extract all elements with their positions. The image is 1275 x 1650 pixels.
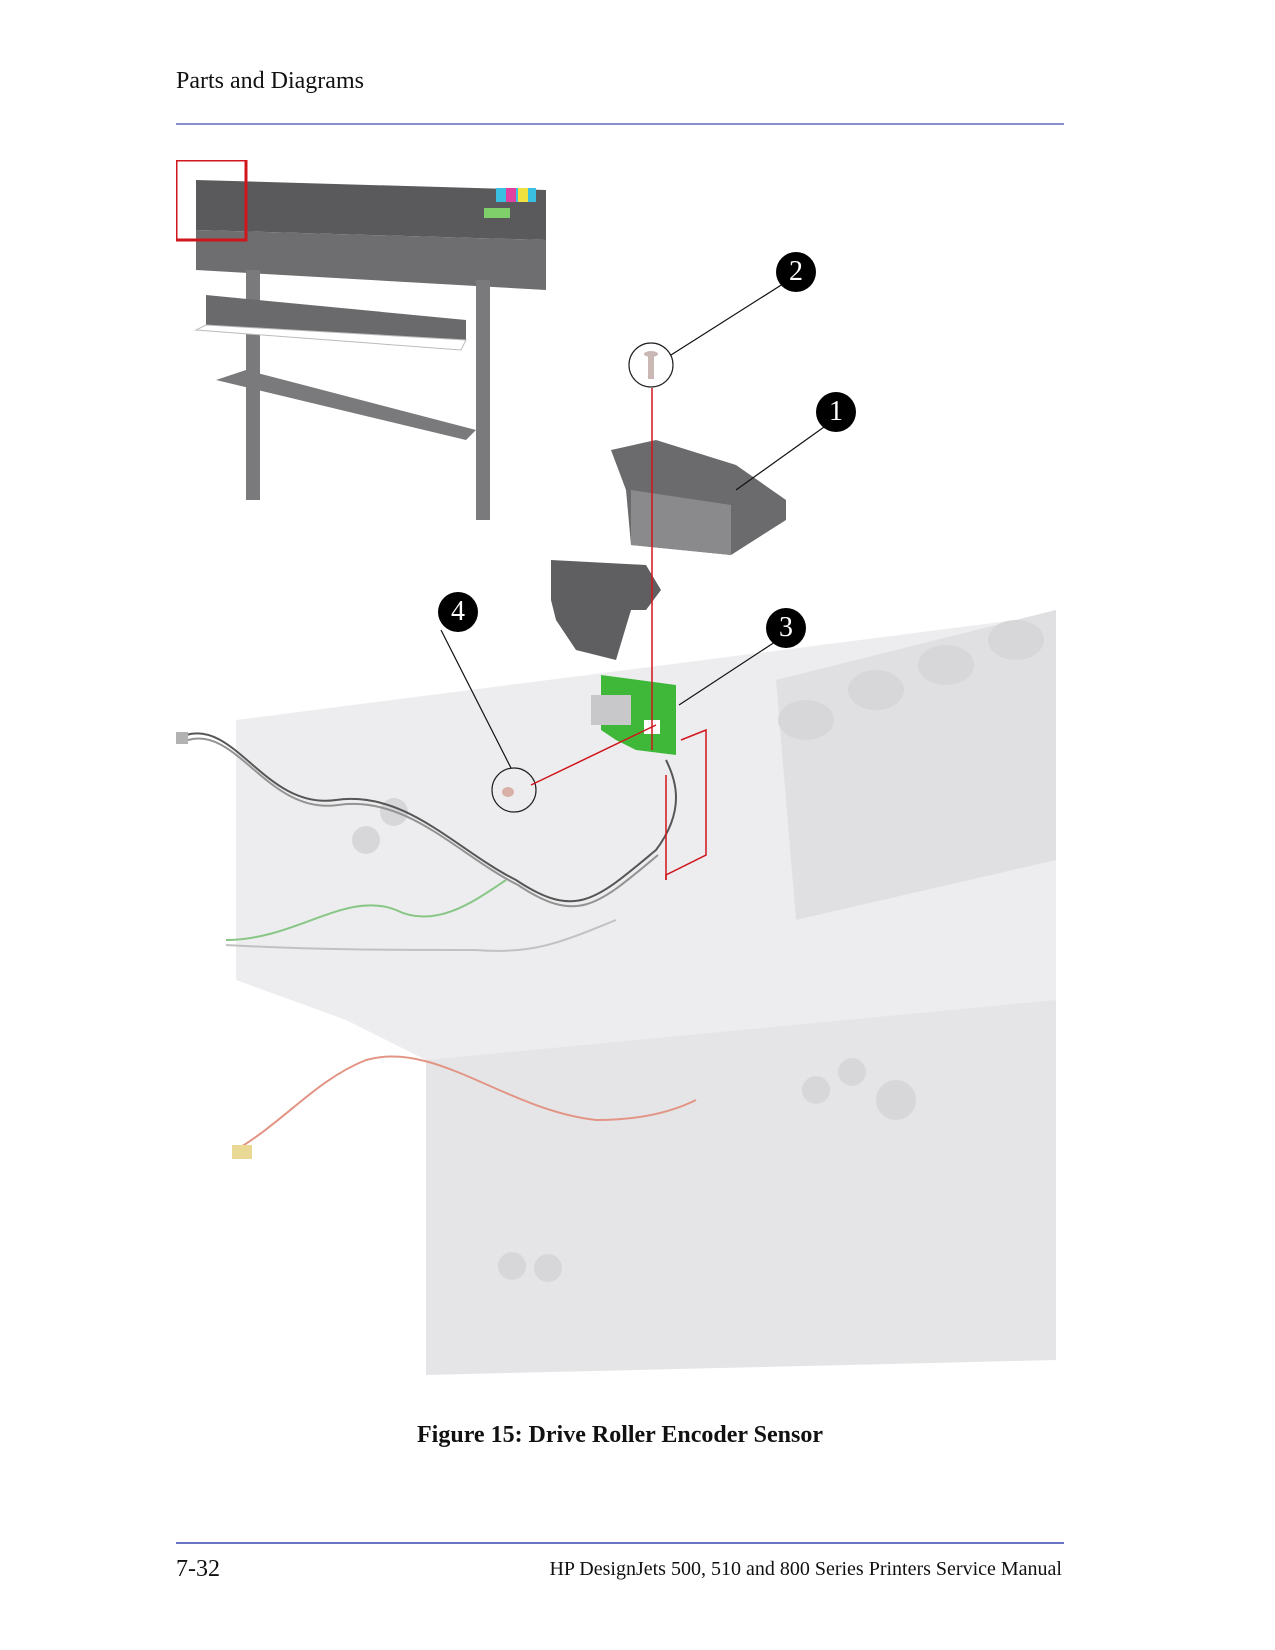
header-rule xyxy=(176,123,1064,125)
callout-1: 1 xyxy=(816,392,856,432)
callout-3: 3 xyxy=(766,608,806,648)
encoder-sensor-pcb xyxy=(591,675,676,755)
page-number: 7-32 xyxy=(176,1556,220,1582)
exploded-diagram: 2 1 3 4 xyxy=(174,158,1064,1390)
figure-caption: Figure 15: Drive Roller Encoder Sensor xyxy=(417,1422,823,1448)
encoder-cover-part xyxy=(611,440,786,555)
exploded-view-lines xyxy=(530,388,707,880)
callout-4: 4 xyxy=(438,592,478,632)
callout-2: 2 xyxy=(776,252,816,292)
callout-leaders xyxy=(440,281,832,769)
footer-rule xyxy=(176,1542,1064,1544)
screw-4 xyxy=(491,767,537,813)
manual-title: HP DesignJets 500, 510 and 800 Series Pr… xyxy=(549,1558,1062,1580)
printer-overview-inset xyxy=(174,158,546,520)
screw-2 xyxy=(628,342,674,388)
highlight-box xyxy=(174,158,248,242)
encoder-bracket-part xyxy=(551,560,661,660)
printer-chassis-ghost xyxy=(176,360,1064,1390)
section-header: Parts and Diagrams xyxy=(176,68,364,94)
